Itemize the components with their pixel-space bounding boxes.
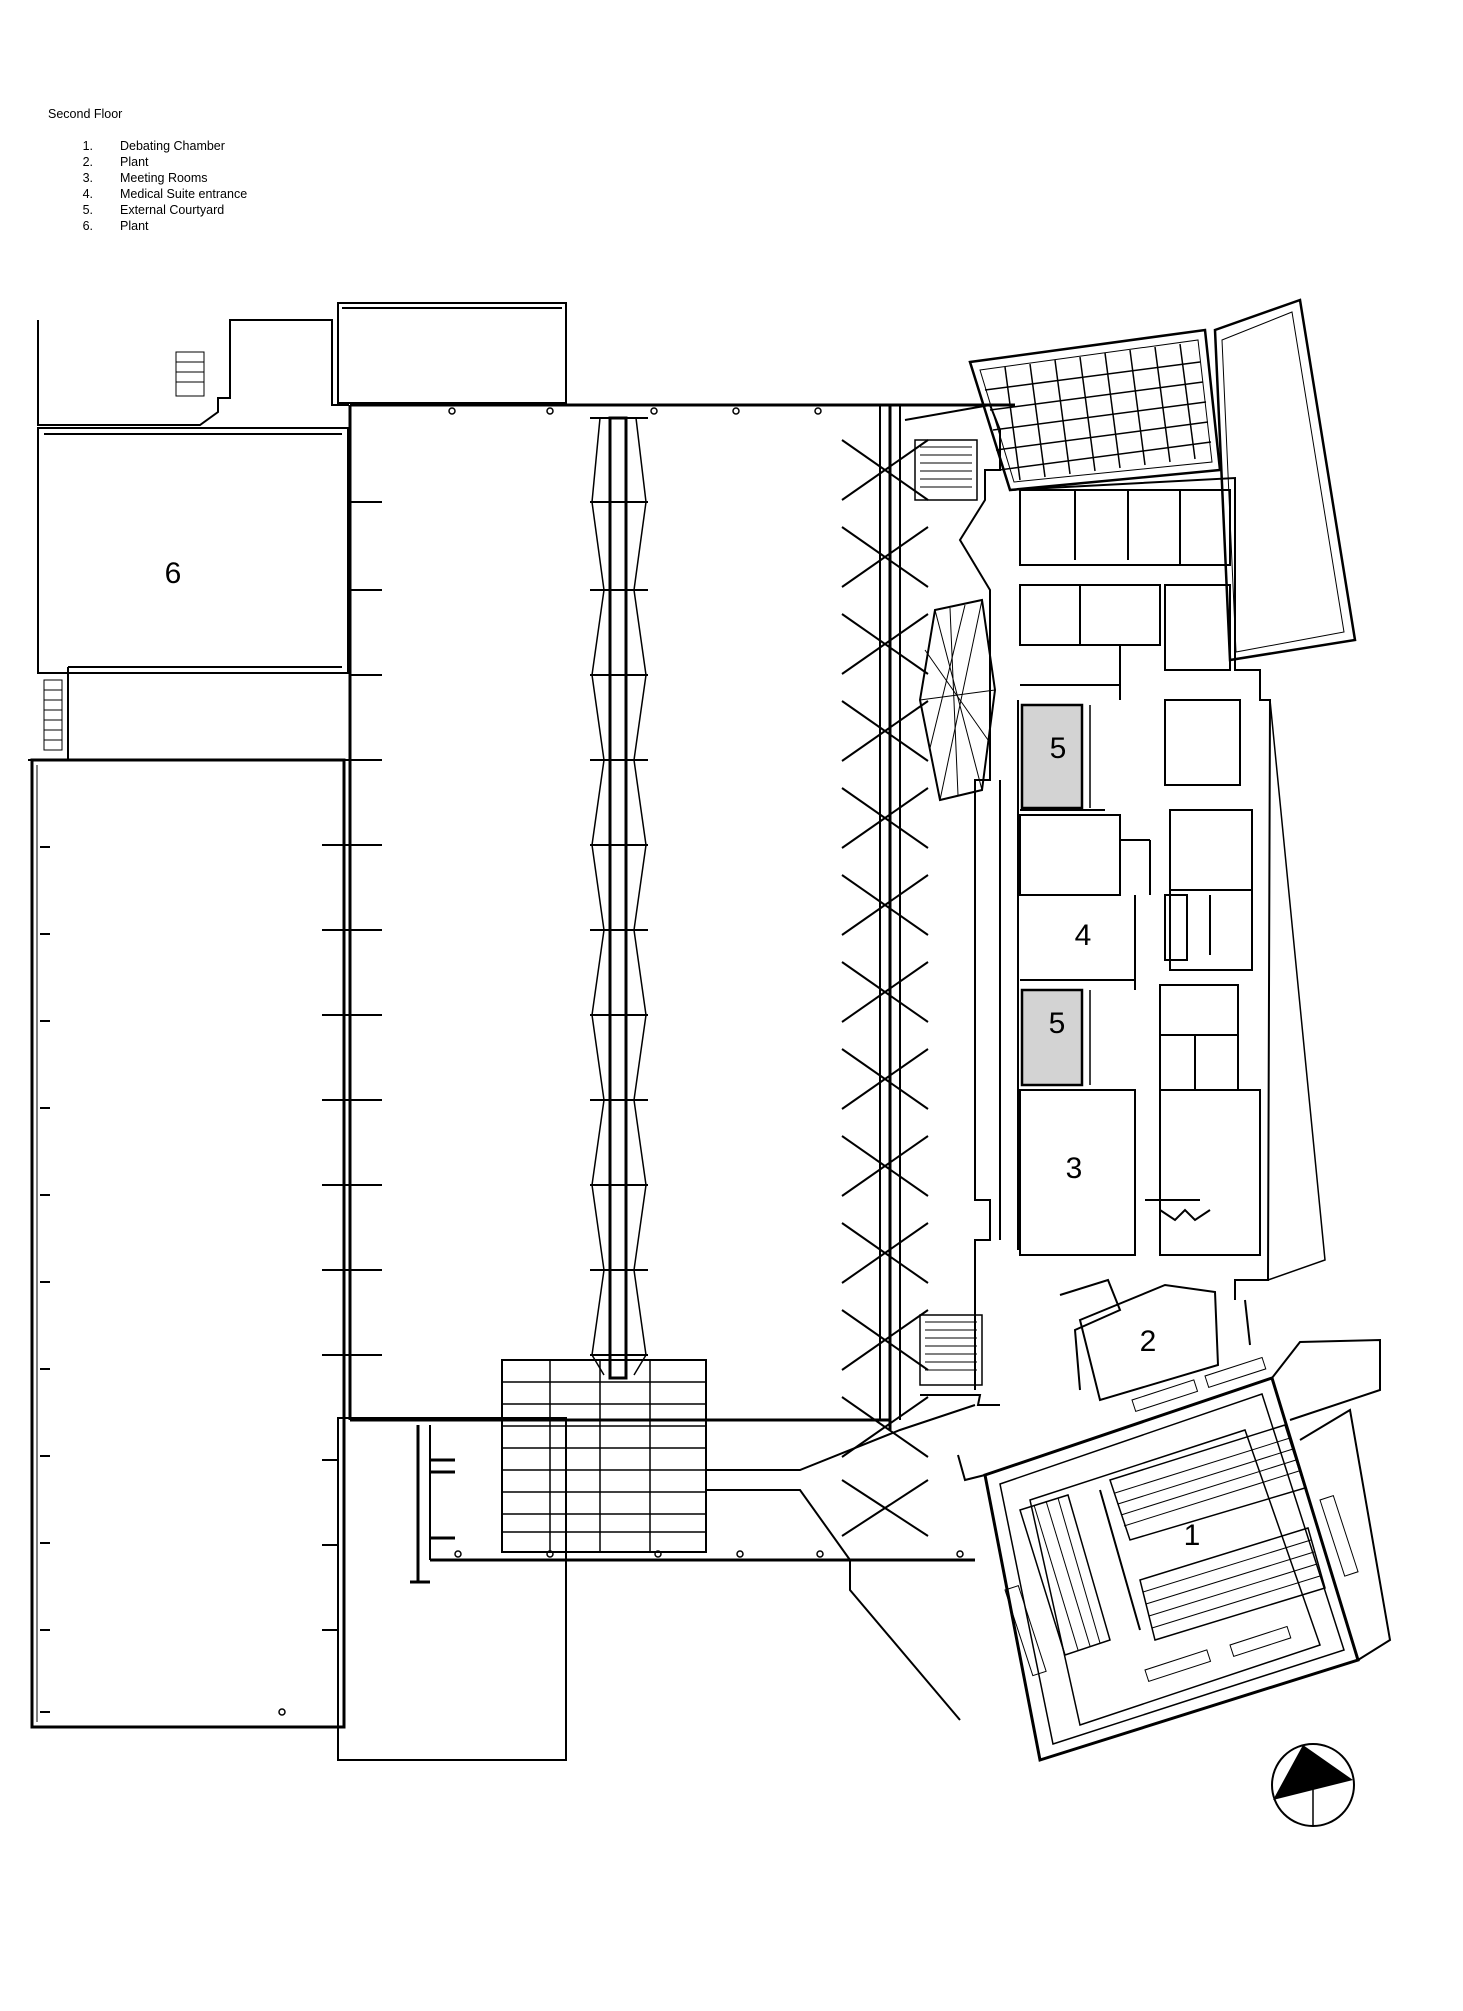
truss-column <box>841 405 929 1537</box>
room-label-5-south: 5 <box>1049 1007 1066 1040</box>
link-lobby <box>706 403 1001 1721</box>
legend-item-number: 4. <box>82 187 93 201</box>
west-hall <box>30 758 346 1729</box>
sculpture-diamond <box>918 598 997 802</box>
north-arrow-icon <box>1271 1743 1355 1827</box>
legend-item: 1. Debating Chamber <box>48 138 247 154</box>
legend-item-label: Debating Chamber <box>120 139 225 153</box>
skylight-grid <box>501 1359 707 1553</box>
legend-item-label: Meeting Rooms <box>120 171 208 185</box>
legend: Second Floor 1. Debating Chamber 2. Plan… <box>48 106 247 234</box>
legend-item: 4. Medical Suite entrance <box>48 186 248 202</box>
legend-item-label: External Courtyard <box>120 203 225 217</box>
legend-item-label: Plant <box>120 155 149 169</box>
legend-item-number: 5. <box>82 203 93 217</box>
plant-room-6 <box>37 427 349 674</box>
legend-item-label: Medical Suite entrance <box>120 187 248 201</box>
room-label-4: 4 <box>1075 919 1092 952</box>
legend-item: 6. Plant <box>48 218 247 234</box>
legend-item: 2. Plant <box>48 154 247 170</box>
west-wing <box>28 319 349 1729</box>
legend-item-number: 3. <box>82 171 93 185</box>
room-label-6: 6 <box>165 557 182 590</box>
legend-item-number: 6. <box>82 219 93 233</box>
north-blocks <box>337 302 567 1761</box>
legend-item-number: 2. <box>82 155 93 169</box>
room-label-1: 1 <box>1184 1519 1201 1552</box>
main-hall <box>278 403 1015 1716</box>
room-label-2: 2 <box>1140 1325 1157 1358</box>
legend-item: 3. Meeting Rooms <box>48 170 247 186</box>
courtyard-north <box>1020 703 1084 810</box>
room-label-3: 3 <box>1066 1152 1083 1185</box>
legend-title: Second Floor <box>48 107 123 121</box>
legend-item: 5. External Courtyard <box>48 202 247 218</box>
plant-room-2 <box>1059 1278 1251 1402</box>
paved-courtyard <box>968 298 1357 662</box>
legend-item-number: 1. <box>82 139 93 153</box>
legend-item-label: Plant <box>120 219 149 233</box>
room-label-5-north: 5 <box>1050 732 1067 765</box>
east-office-wing <box>999 476 1326 1300</box>
courtyard-south <box>1020 988 1084 1087</box>
debating-chamber <box>957 1338 1392 1762</box>
